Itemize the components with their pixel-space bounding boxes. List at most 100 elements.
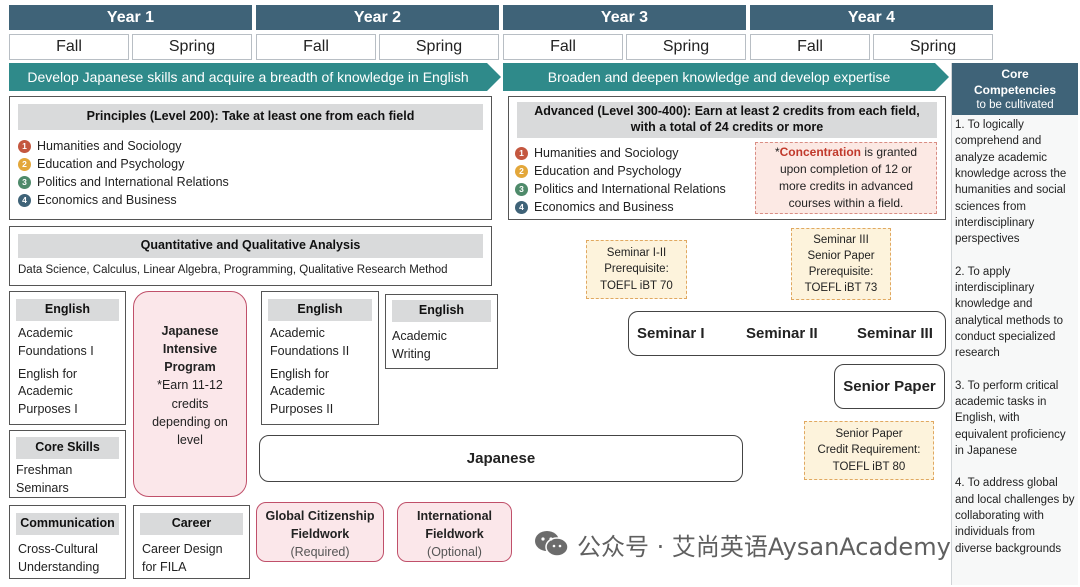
sidebar-header-title: Competencies <box>973 83 1057 98</box>
communication-title: Communication <box>16 513 119 535</box>
jip-title: Program <box>164 360 216 375</box>
arrow-banner-early-years: Develop Japanese skills and acquire a br… <box>9 63 501 91</box>
note-text: Credit Requirement: <box>817 444 921 457</box>
competency-item: 4. To address global and local challenge… <box>955 477 1075 555</box>
sidebar-header-title: Core <box>1001 67 1029 81</box>
concentration-text: more credits in advanced <box>778 179 914 193</box>
seminars-bar: Seminar I Seminar II Seminar III <box>628 311 946 356</box>
course-text: Writing <box>392 346 431 361</box>
course-text: Academic <box>392 329 447 343</box>
advanced-title-line: Advanced (Level 300-400): Earn at least … <box>534 104 920 119</box>
course-text: Purposes I <box>18 402 78 416</box>
number-badge-icon: 2 <box>515 164 528 178</box>
note-text: Senior Paper <box>835 428 903 441</box>
course-text: Academic <box>18 384 73 399</box>
english-year2-fall-box: English Academic Foundations II English … <box>261 291 379 425</box>
advanced-field-list: 1 Humanities and Sociology 2 Education and… <box>515 144 945 216</box>
semester-spring: Spring <box>132 34 252 60</box>
semester-fall: Fall <box>503 34 623 60</box>
communication-box: Communication Cross-Cultural Understandi… <box>9 505 126 579</box>
field-item: 2 Education and Psychology <box>515 162 945 180</box>
seminar-i-label: Seminar I <box>637 325 705 342</box>
communication-courses: Cross-Cultural Understanding <box>18 541 125 577</box>
course-text: Academic <box>270 326 325 340</box>
sidebar-header: Core Competencies to be cultivated <box>952 63 1078 115</box>
note-text: Seminar I-II <box>606 247 667 260</box>
number-badge-icon: 2 <box>18 157 31 171</box>
field-item: 4 Economics and Business <box>515 198 945 216</box>
english-title: English <box>268 299 372 321</box>
course-text: English for <box>18 366 78 381</box>
english-courses: Academic Foundations I English for Acade… <box>18 325 125 419</box>
seminar-iii-prerequisite-note: Seminar III Senior Paper Prerequisite: T… <box>791 228 891 300</box>
field-label: Education and Psychology <box>534 163 682 178</box>
career-title: Career <box>140 513 243 535</box>
number-badge-icon: 1 <box>18 139 31 153</box>
japanese-intensive-program: Japanese Intensive Program *Earn 11-12 c… <box>133 291 247 497</box>
field-label: Politics and International Relations <box>37 174 229 189</box>
arrow-banner-later-years: Broaden and deepen knowledge and develop… <box>503 63 949 91</box>
english-title: English <box>392 300 491 322</box>
core-skills-box: Core Skills Freshman Seminars <box>9 430 126 498</box>
global-citizenship-fieldwork: Global Citizenship Fieldwork (Required) <box>256 502 384 562</box>
field-label: Politics and International Relations <box>534 181 726 196</box>
advanced-title-line: with a total of 24 credits or more <box>630 120 824 134</box>
note-text: TOEFL iBT 70 <box>600 279 673 292</box>
field-item: 1 Humanities and Sociology <box>515 144 945 162</box>
principles-title: Principles (Level 200): Take at least on… <box>18 104 483 130</box>
number-badge-icon: 1 <box>515 146 528 160</box>
year-3-header: Year 3 <box>503 5 746 30</box>
note-text: Prerequisite: <box>808 266 874 278</box>
sidebar-header-subtitle: to be cultivated <box>976 99 1054 112</box>
jip-title: Japanese <box>161 324 219 338</box>
course-text: Purposes II <box>270 402 334 416</box>
core-competencies-sidebar: Core Competencies to be cultivated 1. To… <box>951 63 1078 585</box>
competency-item: 3. To perform critical academic tasks in… <box>955 379 1066 457</box>
wechat-icon <box>535 531 569 557</box>
fieldwork-title: Fieldwork <box>425 526 484 541</box>
note-text: TOEFL iBT 80 <box>832 460 906 473</box>
fieldwork-status: (Optional) <box>427 544 482 559</box>
seminar-prerequisite-note: Seminar I-II Prerequisite: TOEFL iBT 70 <box>586 240 687 299</box>
course-text: Career Design <box>142 542 223 556</box>
jip-note: level <box>177 432 203 447</box>
career-box: Career Career Design for FILA <box>133 505 250 579</box>
career-courses: Career Design for FILA <box>142 541 249 577</box>
senior-paper-requirement-note: Senior Paper Credit Requirement: TOEFL i… <box>804 421 934 480</box>
semester-fall: Fall <box>9 34 129 60</box>
english-courses: Academic Foundations II English for Acad… <box>270 325 378 419</box>
concentration-note: *Concentration is granted upon completio… <box>755 142 937 214</box>
quantitative-courses: Data Science, Calculus, Linear Algebra, … <box>18 264 448 276</box>
fieldwork-title: Fieldwork <box>290 526 350 541</box>
japanese-bar: Japanese <box>259 435 743 482</box>
competency-list: 1. To logically comprehend and analyze a… <box>952 115 1078 557</box>
semester-fall: Fall <box>750 34 870 60</box>
field-label: Humanities and Sociology <box>534 145 679 160</box>
senior-paper-box: Senior Paper <box>834 364 945 409</box>
semester-fall: Fall <box>256 34 376 60</box>
principles-box: Principles (Level 200): Take at least on… <box>9 96 492 220</box>
course-text: Seminars <box>16 480 69 495</box>
english-year1-fall-box: English Academic Foundations I English f… <box>9 291 126 425</box>
concentration-text: upon completion of 12 or <box>779 162 913 177</box>
english-year2-spring-box: English Academic Writing <box>385 294 498 369</box>
jip-title: Intensive <box>162 342 218 357</box>
quantitative-box: Quantitative and Qualitative Analysis Da… <box>9 226 492 286</box>
jip-note: credits <box>171 396 209 411</box>
english-courses: Academic Writing <box>392 328 497 364</box>
fieldwork-status: (Required) <box>290 544 350 559</box>
competency-item: 2. To apply interdisciplinary knowledge … <box>955 265 1064 360</box>
number-badge-icon: 4 <box>515 200 528 214</box>
field-label: Economics and Business <box>534 199 674 214</box>
semester-spring: Spring <box>873 34 993 60</box>
note-text: TOEFL iBT 73 <box>804 282 878 295</box>
jip-note: depending on <box>152 414 228 429</box>
semester-spring: Spring <box>379 34 499 60</box>
year-2-header: Year 2 <box>256 5 499 30</box>
competency-item: 1. To logically comprehend and analyze a… <box>955 119 1067 246</box>
